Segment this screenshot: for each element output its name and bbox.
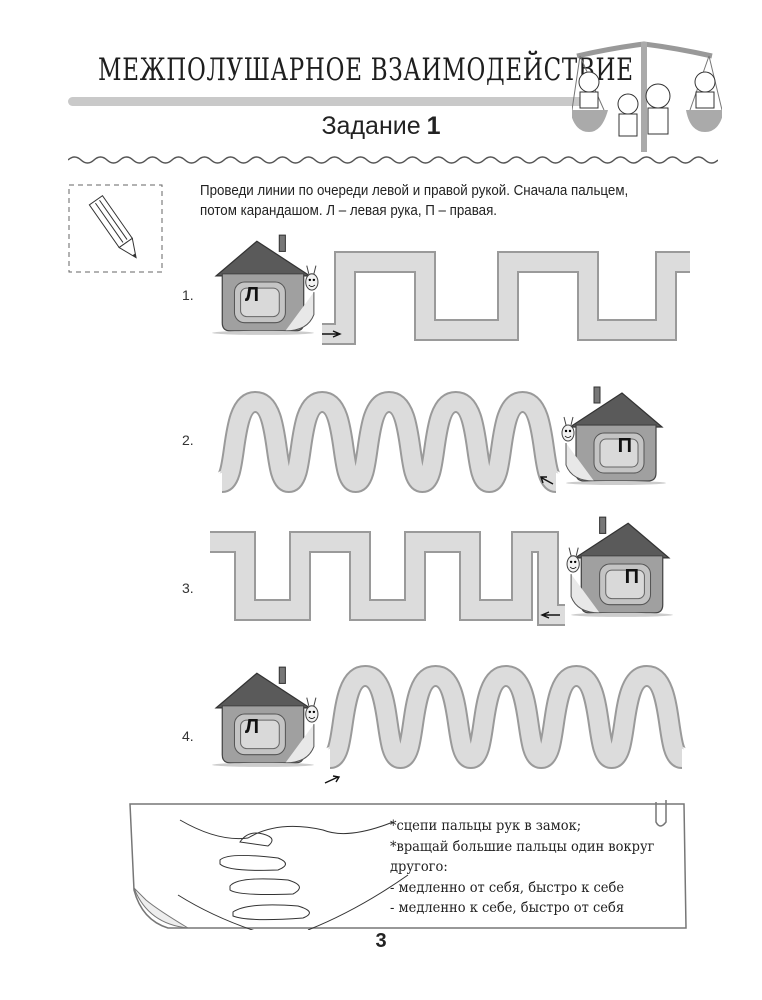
- track-1[interactable]: [322, 251, 690, 345]
- scales-children-illustration: [572, 41, 722, 152]
- exercise-number-1: 1.: [182, 287, 194, 303]
- page-number: 3: [375, 930, 387, 952]
- note-line: - медленно к себе, быстро от себя: [390, 900, 625, 916]
- arrow-icon-2: [540, 476, 554, 485]
- track-4[interactable]: [324, 664, 688, 770]
- note-line: *сцепи пальцы рук в замок;: [390, 818, 582, 834]
- snail-house-left-4: Л: [208, 665, 320, 767]
- track-3[interactable]: [210, 531, 565, 626]
- task-number: 1: [426, 112, 441, 140]
- snail-house-left-1: Л: [208, 233, 320, 335]
- wavy-divider: [68, 156, 718, 164]
- snail-house-right-2: П: [560, 385, 670, 485]
- task-label: Задание: [321, 112, 421, 140]
- note-text: *сцепи пальцы рук в замок; *вращай больш…: [390, 816, 654, 919]
- arrow-icon-4: [324, 775, 341, 784]
- exercise-number-3: 3.: [182, 580, 194, 596]
- track-fill[interactable]: [210, 533, 565, 624]
- clasped-hands-illustration: [177, 819, 409, 930]
- exercise-note-box: [129, 800, 687, 930]
- exercise-number-2: 2.: [182, 432, 194, 448]
- note-line: *вращай большие пальцы один вокруг: [390, 838, 655, 855]
- exercise-number-4: 4.: [182, 728, 194, 744]
- note-line: - медленно от себя, быстро к себе: [390, 879, 625, 896]
- header-divider-bar: [68, 97, 588, 106]
- track-2[interactable]: [216, 390, 562, 494]
- arrow-icon-3: [540, 611, 560, 619]
- instruction-text: Проведи линии по очереди левой и правой …: [200, 181, 715, 221]
- pencil-icon: [68, 184, 163, 273]
- start-arrows: [322, 330, 560, 784]
- track-fill[interactable]: [218, 392, 560, 492]
- instruction-line-2: потом карандашом. Л – левая рука, П – пр…: [200, 203, 498, 219]
- snail-house-right-3: П: [565, 515, 677, 617]
- hand-letter: П: [624, 566, 639, 588]
- page-title: МЕЖПОЛУШАРНОЕ ВЗАИМОДЕЙСТВИЕ: [98, 52, 634, 88]
- note-line: другого:: [390, 859, 448, 875]
- hand-letter: П: [617, 435, 632, 457]
- paperclip-icon: [655, 800, 667, 827]
- hand-letter: Л: [245, 716, 260, 738]
- tracing-tracks: [210, 251, 690, 784]
- track-fill[interactable]: [322, 253, 690, 343]
- instruction-line-1: Проведи линии по очереди левой и правой …: [200, 183, 629, 199]
- arrow-icon-1: [322, 330, 342, 338]
- hand-letter: Л: [245, 284, 260, 306]
- track-fill[interactable]: [326, 666, 686, 768]
